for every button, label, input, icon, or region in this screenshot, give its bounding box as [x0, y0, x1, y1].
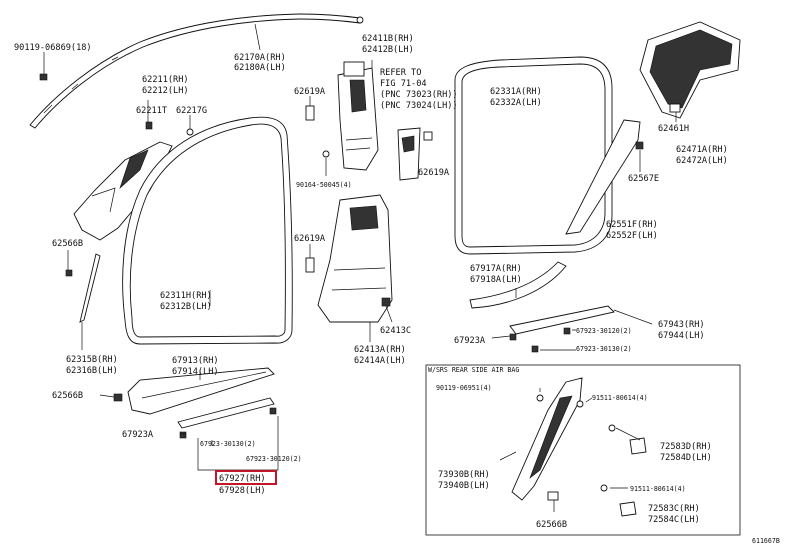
- label-62180a: 62180A(LH): [234, 63, 286, 73]
- label-reference-code: 611667B: [752, 537, 780, 545]
- screw-90164: [322, 150, 330, 158]
- inset-clip-72583d: [629, 437, 647, 455]
- label-62316b: 62316B(LH): [66, 366, 118, 376]
- label-62471a: 62471A(RH): [676, 145, 728, 155]
- label-67944: 67944(LH): [658, 331, 705, 341]
- label-62211: 62211(RH): [142, 75, 189, 85]
- label-67923a-1: 67923A: [122, 430, 154, 440]
- label-67917a: 67917A(RH): [470, 264, 522, 274]
- part-labels: 90119-06869(18) 62170A(RH) 62180A(LH) 62…: [14, 34, 780, 545]
- label-62217g: 62217G: [176, 106, 207, 116]
- label-62413c: 62413C: [380, 326, 411, 336]
- label-62461h: 62461H: [658, 124, 689, 134]
- label-72583c: 72583C(RH): [648, 504, 700, 514]
- label-90164: 90164-50045(4): [296, 181, 352, 189]
- label-62552f: 62552F(LH): [606, 231, 658, 241]
- label-67923a-2: 67923A: [454, 336, 486, 346]
- label-refer-4: (PNC 73024(LH)): [380, 101, 458, 111]
- clip-62619a-lower: [305, 257, 315, 273]
- front-scuff-plate-part: [113, 367, 277, 439]
- label-73940b: 73940B(LH): [438, 481, 490, 491]
- label-72584c: 72584C(LH): [648, 515, 700, 525]
- label-67927: 67927(RH): [219, 474, 266, 484]
- rear-door-weatherstrip-part: [454, 56, 613, 255]
- label-62170a: 62170A(RH): [234, 53, 286, 63]
- label-62619a-1: 62619A: [294, 87, 326, 97]
- inset-clip-72583c: [619, 501, 637, 517]
- label-62411b: 62411B(RH): [362, 34, 414, 44]
- label-62414a: 62414A(LH): [354, 356, 406, 366]
- label-refer-3: (PNC 73023(RH)): [380, 90, 458, 100]
- clip-62619a-right: [397, 127, 433, 181]
- label-62472a: 62472A(LH): [676, 156, 728, 166]
- front-pillar-lower-garnish-part: [65, 253, 101, 323]
- label-91511-80614-1: 91511-80614(4): [592, 394, 648, 402]
- highlight-67927: [215, 470, 277, 485]
- label-67943: 67943(RH): [658, 320, 705, 330]
- label-73930b: 73930B(RH): [438, 470, 490, 480]
- label-62413a: 62413A(RH): [354, 345, 406, 355]
- clip-62619a-upper: [305, 105, 315, 121]
- label-67918a: 67918A(LH): [470, 275, 522, 285]
- label-90119-06869: 90119-06869(18): [14, 43, 92, 53]
- label-67928: 67928(LH): [219, 486, 266, 496]
- label-62311h: 62311H(RH): [160, 291, 212, 301]
- label-62315b: 62315B(RH): [66, 355, 118, 365]
- label-67923-30130-1: 67923-30130(2): [200, 440, 256, 448]
- label-62212: 62212(LH): [142, 86, 189, 96]
- label-inset-title: W/SRS REAR SIDE AIR BAG: [428, 366, 519, 374]
- label-67923-30120-2: 67923-30120(2): [576, 327, 632, 335]
- label-62312b: 62312B(LH): [160, 302, 212, 312]
- roof-rail-airbag-part: [29, 13, 364, 129]
- rear-door-scuff-plate-part: [469, 261, 615, 353]
- label-67923-30130-2: 67923-30130(2): [576, 345, 632, 353]
- label-62619a-2: 62619A: [418, 168, 450, 178]
- label-67913: 67913(RH): [172, 356, 219, 366]
- label-72583d: 72583D(RH): [660, 442, 712, 452]
- label-72584d: 72584D(LH): [660, 453, 712, 463]
- label-62567e: 62567E: [628, 174, 659, 184]
- label-62566b-2: 62566B: [52, 391, 83, 401]
- label-62332a: 62332A(LH): [490, 98, 542, 108]
- label-62412b: 62412B(LH): [362, 45, 414, 55]
- center-pillar-lower-garnish-part: [317, 194, 393, 323]
- label-62619a-3: 62619A: [294, 234, 326, 244]
- label-90119-06951: 90119-06951(4): [436, 384, 492, 392]
- rear-pillar-garnish-part: [565, 119, 644, 235]
- label-refer-2: FIG 71-04: [380, 79, 427, 89]
- label-91511-80614-2: 91511-80614(4): [630, 485, 686, 493]
- label-62566b-3: 62566B: [536, 520, 567, 530]
- label-62211t: 62211T: [136, 106, 167, 116]
- label-67923-30120-1: 67923-30120(2): [246, 455, 302, 463]
- label-67914: 67914(LH): [172, 367, 219, 377]
- quarter-inner-garnish-part: [639, 21, 741, 119]
- center-pillar-upper-garnish-part: [337, 61, 379, 171]
- label-62566b-1: 62566B: [52, 239, 83, 249]
- label-62551f: 62551F(RH): [606, 220, 658, 230]
- inset-pillar-garnish-part: [511, 377, 583, 501]
- label-62331a: 62331A(RH): [490, 87, 542, 97]
- front-door-weatherstrip-part: [122, 116, 293, 345]
- inset-rear-side-airbag-frame: [425, 364, 741, 536]
- label-refer-1: REFER TO: [380, 68, 421, 78]
